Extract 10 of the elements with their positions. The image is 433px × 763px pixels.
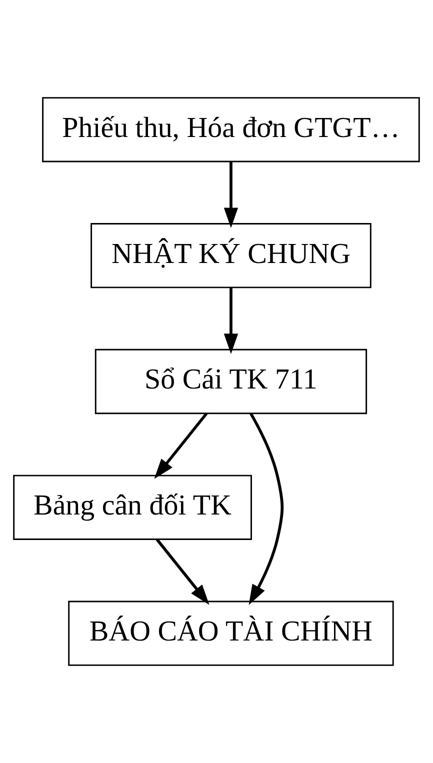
- node-box: Sổ Cái TK 711: [94, 348, 368, 414]
- arrow: [248, 413, 284, 605]
- arrow: [154, 412, 208, 479]
- node-box: BÁO CÁO TÀI CHÍNH: [68, 600, 394, 666]
- arrow: [156, 538, 210, 605]
- node-box: Phiếu thu, Hóa đơn GTGT…: [42, 97, 420, 162]
- node-box: NHẬT KÝ CHUNG: [90, 223, 372, 288]
- arrow: [224, 162, 238, 228]
- arrow: [224, 287, 238, 354]
- node-box: Bảng cân đối TK: [13, 474, 252, 540]
